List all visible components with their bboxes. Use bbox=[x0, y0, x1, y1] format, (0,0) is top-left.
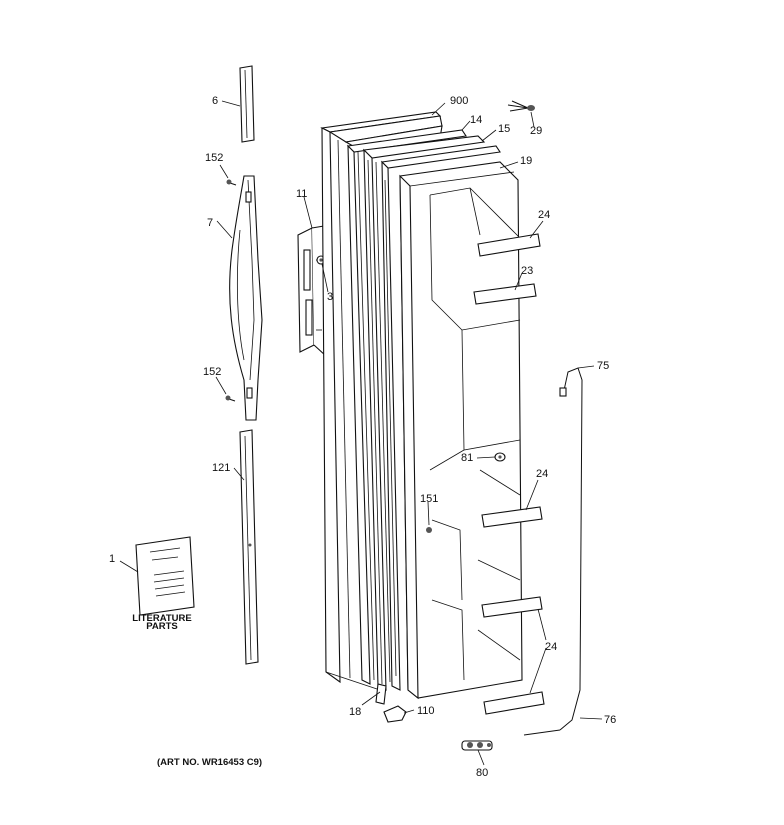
door-shelf-bar-4 bbox=[481, 596, 543, 618]
callout-7: 7 bbox=[207, 217, 213, 229]
wire-harness bbox=[523, 367, 583, 736]
top-clip bbox=[507, 100, 535, 112]
screw-lower bbox=[225, 395, 236, 402]
callout-19: 19 bbox=[520, 155, 532, 167]
callout-152-lower: 152 bbox=[203, 366, 221, 378]
callout-29: 29 bbox=[530, 125, 542, 137]
door-outer-panel bbox=[320, 111, 443, 691]
art-number: (ART NO. WR16453 C9) bbox=[157, 757, 262, 768]
literature-card-sublabel: PARTS bbox=[146, 621, 178, 632]
bottom-strip bbox=[375, 683, 387, 705]
callout-76: 76 bbox=[604, 714, 616, 726]
callout-24-top: 24 bbox=[538, 209, 550, 221]
hinge-bracket bbox=[297, 225, 327, 358]
callout-110: 110 bbox=[417, 705, 435, 717]
callout-6: 6 bbox=[212, 95, 218, 107]
callout-24-mid: 24 bbox=[536, 468, 548, 480]
callout-11: 11 bbox=[296, 188, 307, 200]
liner-screw bbox=[426, 527, 432, 533]
callout-81: 81 bbox=[461, 452, 473, 464]
callout-3: 3 bbox=[327, 291, 333, 303]
callout-152-upper: 152 bbox=[205, 152, 223, 164]
callout-15: 15 bbox=[498, 123, 510, 135]
callout-900: 900 bbox=[450, 95, 468, 107]
callout-24-bottom: 24 bbox=[545, 641, 557, 653]
callout-23: 23 bbox=[521, 265, 533, 277]
door-shelf-bar-2 bbox=[473, 283, 537, 305]
trim-strip-top bbox=[239, 65, 255, 143]
screw-upper bbox=[226, 179, 237, 186]
breaker-strip bbox=[362, 135, 486, 691]
door-shelf-bar-1 bbox=[477, 233, 541, 257]
bottom-cap bbox=[383, 705, 407, 723]
callout-14: 14 bbox=[470, 114, 482, 126]
callout-80: 80 bbox=[476, 767, 488, 779]
wire-connector bbox=[461, 740, 493, 751]
literature-card-label: LITERATURE bbox=[132, 613, 191, 624]
retainer-clip bbox=[494, 452, 506, 462]
callout-151: 151 bbox=[420, 493, 438, 505]
leader-lines bbox=[119, 100, 603, 766]
callout-1: 1 bbox=[109, 553, 115, 565]
trim-strip-bottom bbox=[239, 429, 259, 665]
liner-frame bbox=[380, 145, 501, 691]
door-handle bbox=[229, 175, 263, 421]
door-shelf-bar-5 bbox=[483, 691, 545, 715]
callout-75: 75 bbox=[597, 360, 609, 372]
literature-card bbox=[135, 536, 195, 616]
callout-labels: 900 29 14 15 19 6 152 7 11 3 24 23 75 15… bbox=[109, 95, 616, 779]
door-shelf-bar-3 bbox=[481, 506, 543, 528]
callout-121: 121 bbox=[212, 462, 230, 474]
callout-18: 18 bbox=[349, 706, 361, 718]
door-gasket bbox=[346, 129, 467, 685]
